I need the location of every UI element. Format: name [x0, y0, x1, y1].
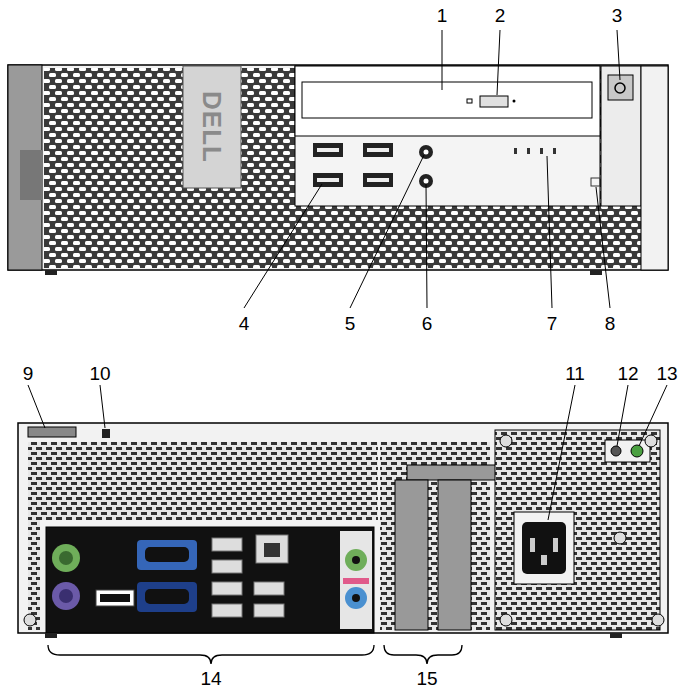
callout-number: 8	[605, 314, 616, 333]
callout-number: 13	[656, 364, 677, 383]
callout-number: 11	[565, 364, 585, 383]
callout-number: 12	[617, 364, 638, 383]
callout-number: 9	[23, 364, 34, 383]
callout-number: 7	[547, 314, 558, 333]
callout-number: 10	[89, 364, 110, 383]
callout-number: 6	[422, 314, 433, 333]
callout-number: 14	[200, 669, 221, 688]
callout-number: 2	[495, 6, 506, 25]
callout-number: 5	[345, 314, 356, 333]
callout-number: 15	[416, 669, 437, 688]
callout-number: 3	[612, 6, 623, 25]
brand-logo: DELL	[199, 91, 225, 163]
callout-number: 4	[239, 314, 250, 333]
callout-number: 1	[437, 6, 448, 25]
